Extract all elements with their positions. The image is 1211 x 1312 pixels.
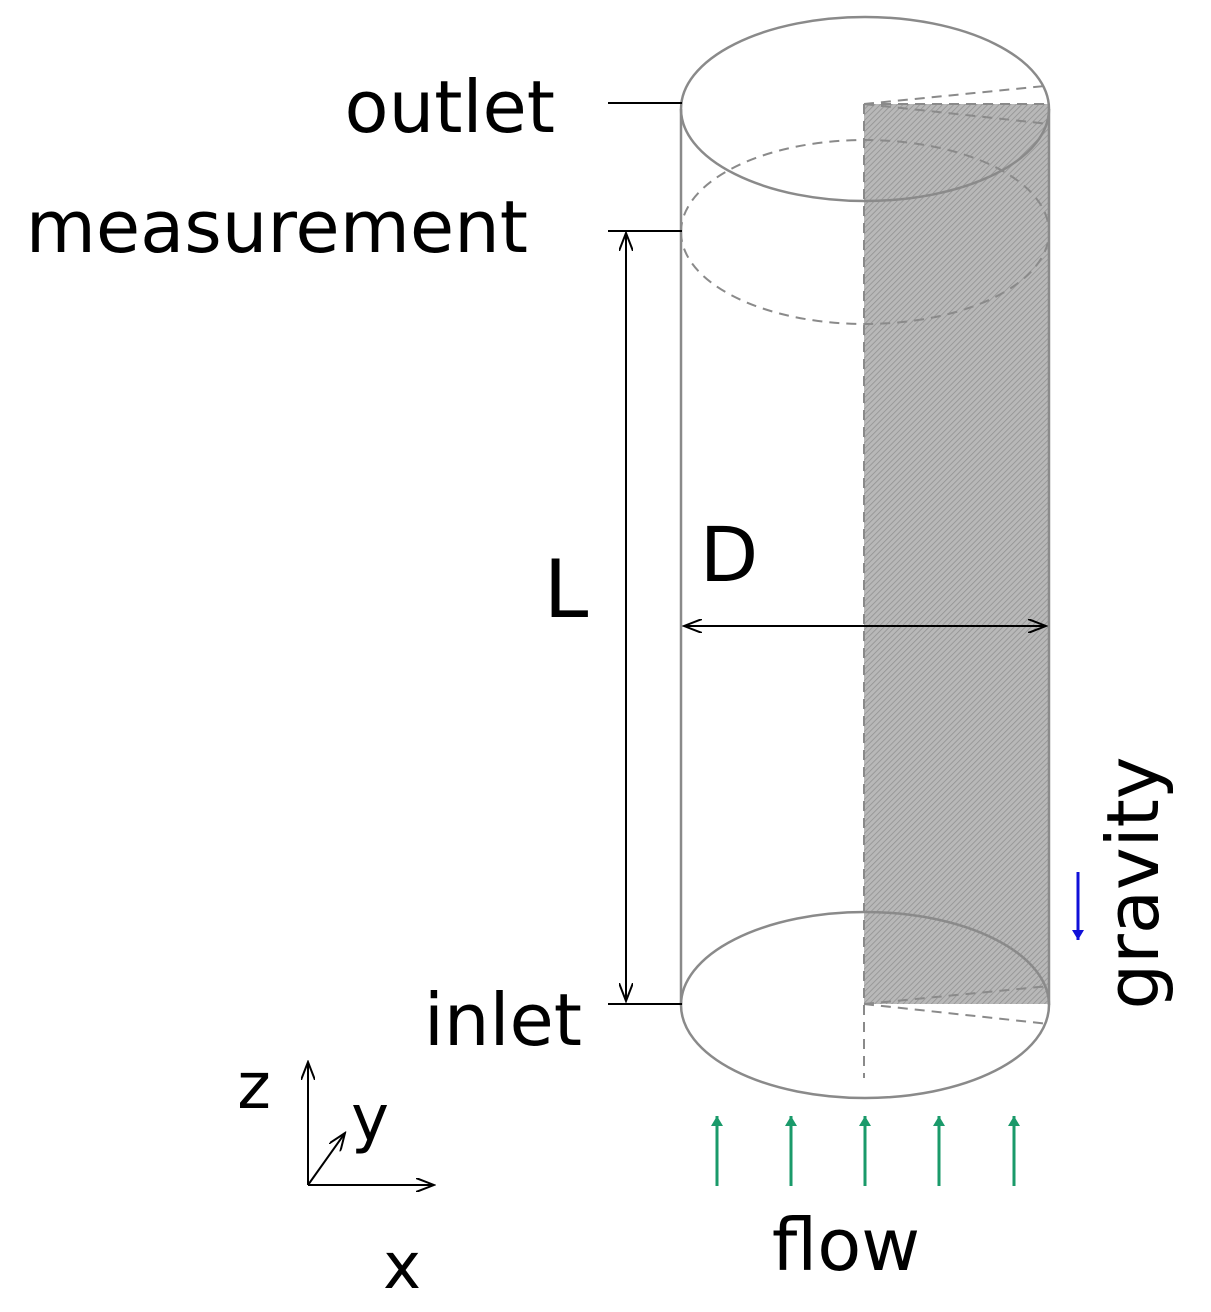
flow-arrows (711, 1116, 1020, 1186)
inlet-label: inlet (424, 978, 582, 1062)
length-label: L (544, 543, 589, 636)
axis-x-label: x (383, 1230, 421, 1304)
axis-z-label: z (237, 1050, 271, 1124)
diameter-label: D (700, 510, 759, 599)
label-leader-lines (608, 102, 682, 1005)
outlet-label: outlet (345, 65, 555, 149)
y-axis-arrow (307, 1133, 345, 1186)
measurement-label: measurement (26, 185, 528, 269)
shaded-measurement-plane (864, 104, 1049, 1004)
gravity-label: gravity (1091, 757, 1175, 1010)
axis-y-label: y (351, 1082, 389, 1156)
coordinate-axes (308, 1062, 434, 1185)
hidden-dashed-lines (680, 85, 1050, 1078)
flow-label: flow (772, 1203, 920, 1287)
